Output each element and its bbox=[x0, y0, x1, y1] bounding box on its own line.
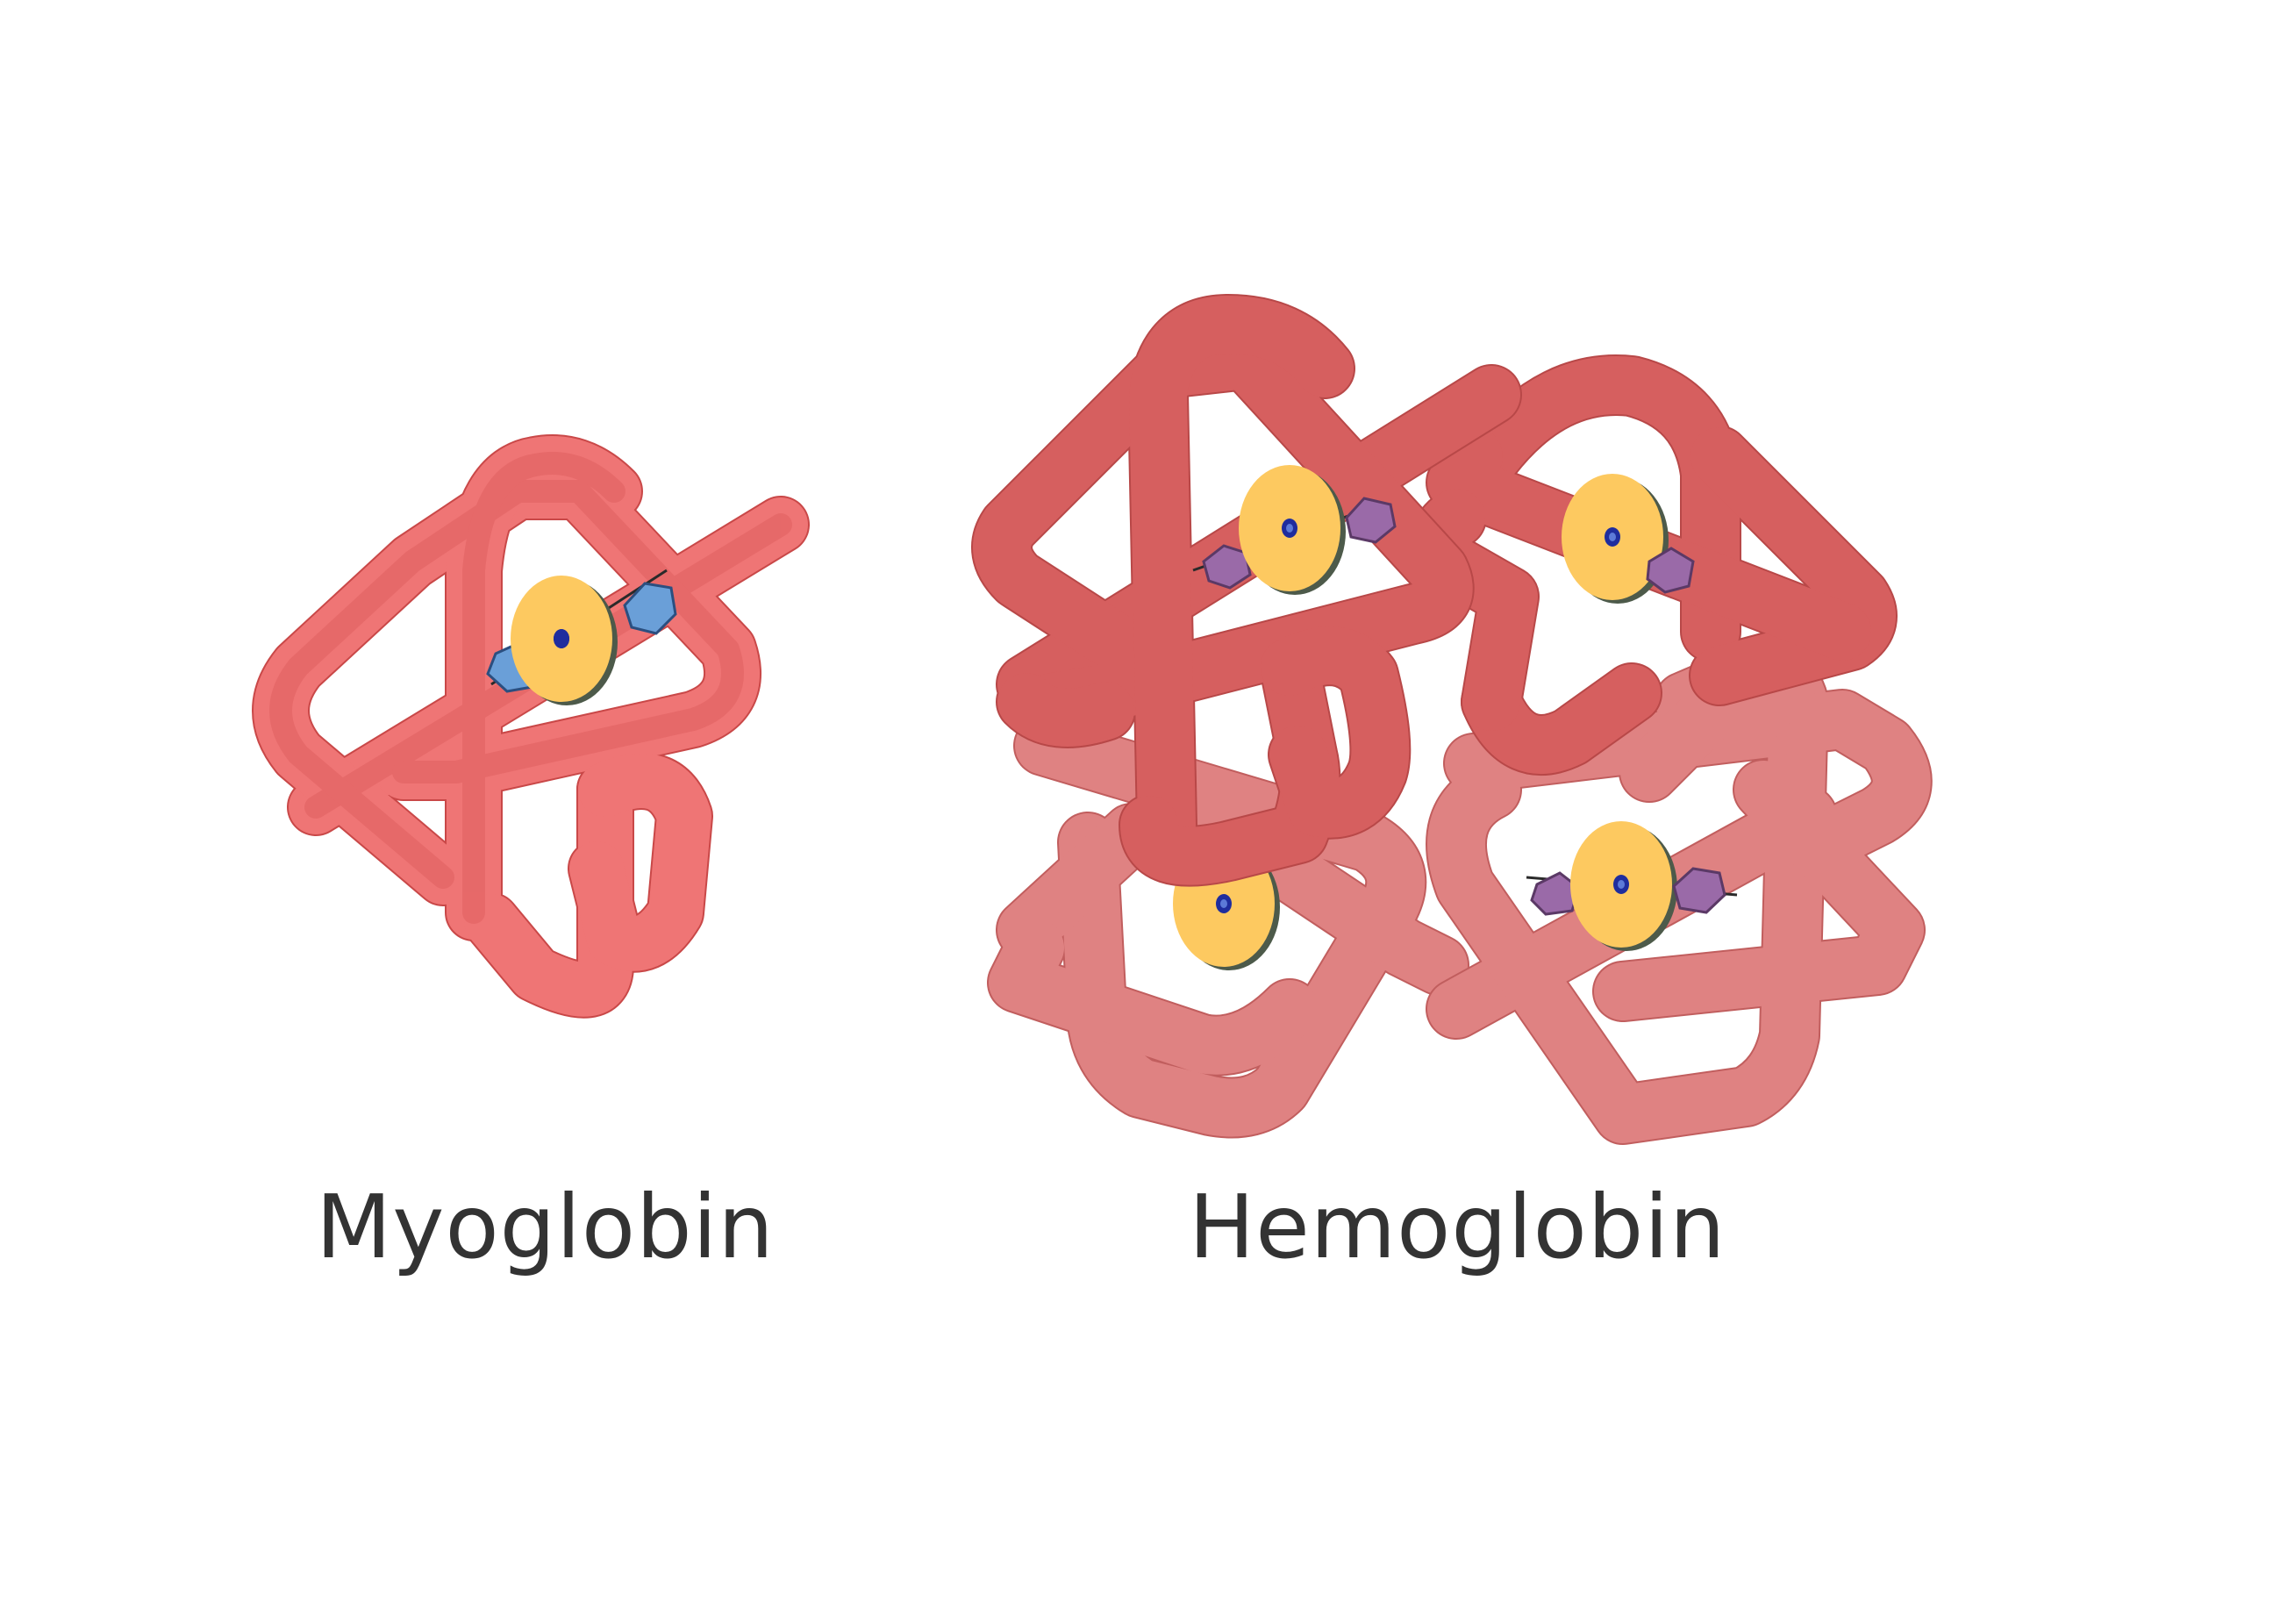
hemoglobin-heme-group-icon bbox=[1526, 821, 1738, 951]
myoglobin-iron-atom-icon bbox=[554, 629, 569, 648]
myoglobin-label: Myoglobin bbox=[316, 1176, 775, 1278]
hemoglobin-heme-group-icon bbox=[1562, 474, 1695, 604]
myoglobin-heme-group-icon bbox=[486, 569, 677, 705]
myoglobin-chain bbox=[252, 434, 810, 1019]
hemoglobin-label: Hemoglobin bbox=[1189, 1176, 1726, 1278]
hemoglobin-structure bbox=[971, 294, 1933, 1145]
hemoglobin-heme-group-icon bbox=[1192, 465, 1397, 595]
hemoglobin-subunit-upper-right bbox=[1410, 354, 1898, 776]
myoglobin-structure bbox=[252, 434, 810, 1019]
